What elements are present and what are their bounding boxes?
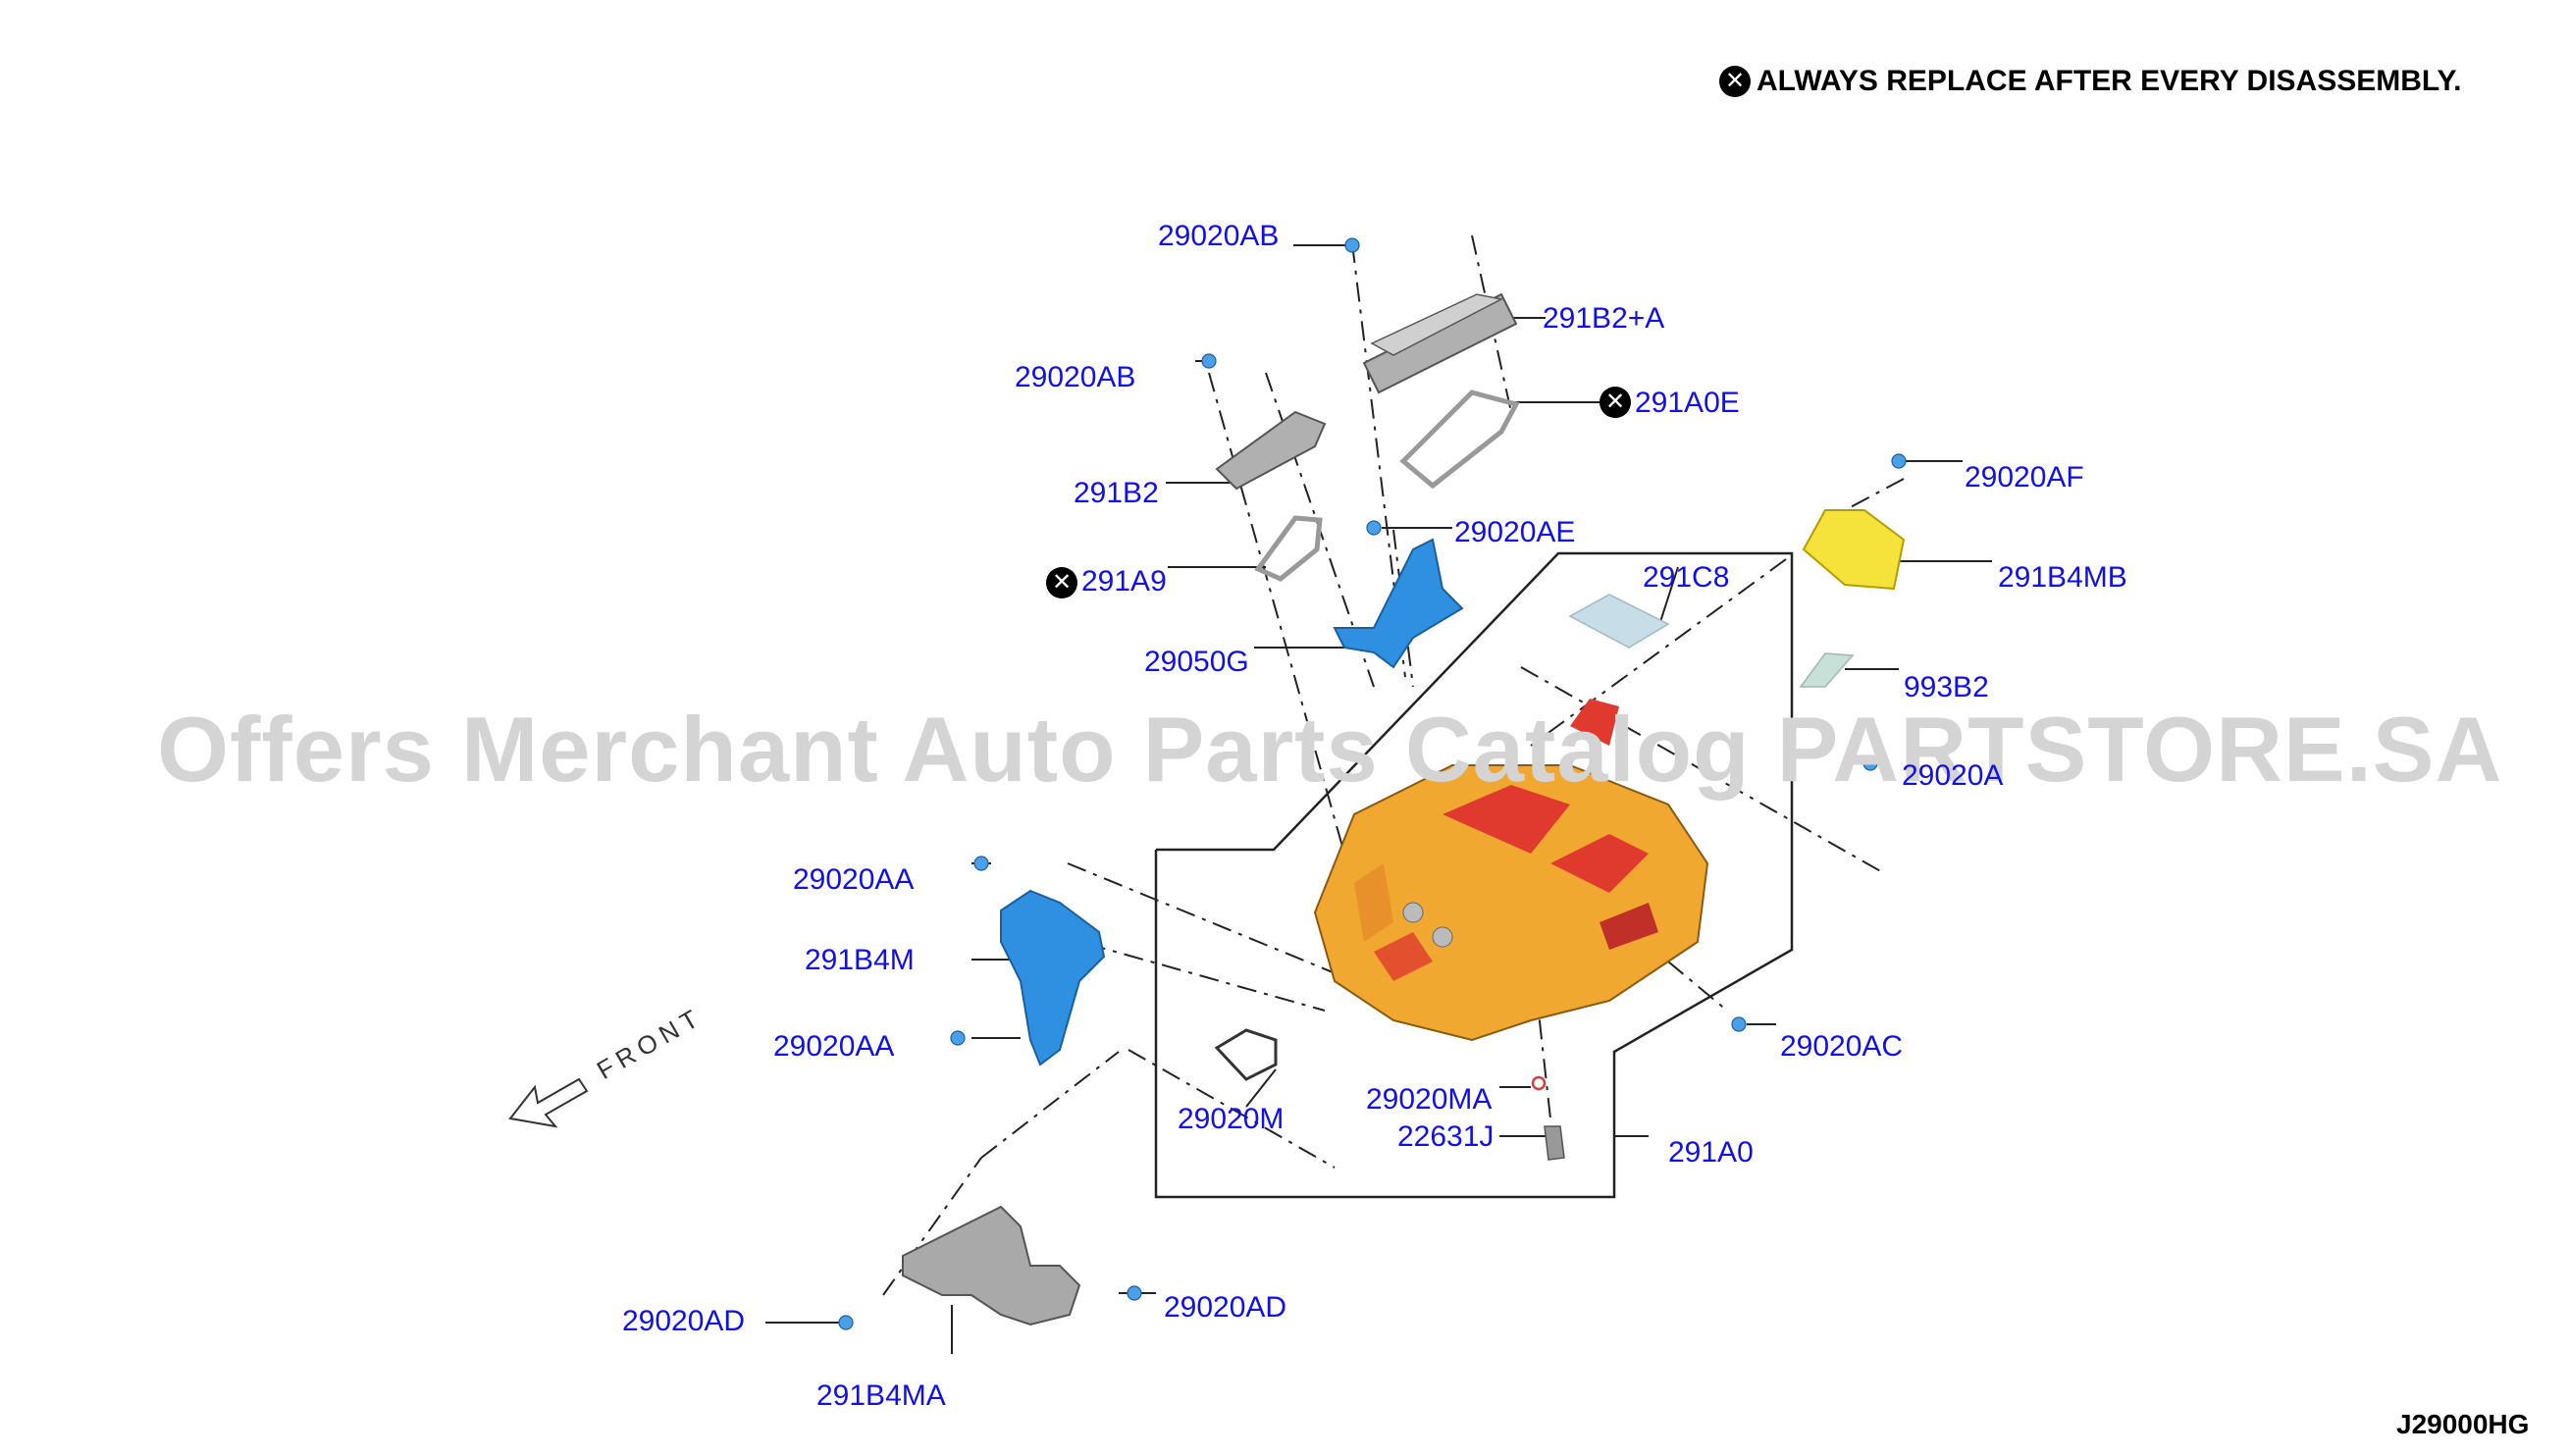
part-label-291B4MA[interactable]: 291B4MA (816, 1379, 946, 1412)
x-circle-icon: ✕ (1046, 567, 1077, 598)
part-label-291B2A[interactable]: 291B2+A (1543, 302, 1665, 335)
bracket-291B4M (1000, 889, 1106, 1066)
part-label-29020AC[interactable]: 29020AC (1780, 1030, 1904, 1063)
gasket-291A0E (1399, 390, 1520, 490)
label-291C8 (1568, 594, 1670, 649)
diagram-code: J29000HG (2396, 1409, 2530, 1439)
part-label-29020AB-mid[interactable]: 29020AB (1015, 361, 1136, 393)
part-label-291C8[interactable]: 291C8 (1643, 561, 1730, 594)
part-label-29020A[interactable]: 29020A (1902, 759, 2004, 792)
label-993B2 (1799, 652, 1855, 688)
part-label-29020AD-right[interactable]: 29020AD (1164, 1291, 1287, 1324)
cover-291B2 (1215, 410, 1327, 491)
front-arrow-icon (508, 1077, 589, 1128)
bolts (838, 237, 1907, 1330)
leader-lines (765, 244, 1992, 1354)
gasket-29020M (1214, 1028, 1278, 1081)
part-label-29050G[interactable]: 29050G (1144, 646, 1249, 678)
gasket-291A9 (1254, 515, 1323, 582)
part-label-29020AE[interactable]: 29020AE (1454, 516, 1576, 548)
upper-cover-291B2A (1362, 292, 1518, 394)
bracket-29050G (1333, 538, 1464, 669)
part-label-29020AB-top[interactable]: 29020AB (1158, 220, 1280, 252)
assembly-boundary (1154, 551, 1794, 1199)
replace-note-text: ALWAYS REPLACE AFTER EVERY DISASSEMBLY. (1757, 65, 2462, 97)
part-label-291B4MB[interactable]: 291B4MB (1998, 561, 2127, 594)
replace-note: ✕ ALWAYS REPLACE AFTER EVERY DISASSEMBLY… (1719, 65, 2462, 98)
part-label-22631J[interactable]: 22631J (1397, 1120, 1495, 1153)
bracket-291B4MB (1802, 509, 1906, 591)
part-label-291A0E[interactable]: 291A0E (1635, 387, 1740, 419)
part-label-29020AD-left[interactable]: 29020AD (622, 1305, 746, 1337)
part-label-993B2[interactable]: 993B2 (1904, 671, 1989, 703)
part-label-29020M[interactable]: 29020M (1178, 1103, 1285, 1135)
part-label-291A0[interactable]: 291A0 (1668, 1136, 1754, 1169)
part-label-291B2[interactable]: 291B2 (1074, 477, 1159, 509)
part-label-29020AA-bot[interactable]: 29020AA (773, 1030, 895, 1063)
part-label-29020MA[interactable]: 29020MA (1366, 1083, 1493, 1116)
part-label-291B4M[interactable]: 291B4M (805, 944, 915, 976)
part-label-29020AF[interactable]: 29020AF (1965, 461, 2084, 494)
part-label-29020AA-top[interactable]: 29020AA (793, 863, 915, 896)
sensor-22631J (1544, 1125, 1565, 1161)
bracket-291B4MA (902, 1205, 1081, 1326)
oring-29020MA (1531, 1075, 1547, 1091)
x-circle-icon: ✕ (1600, 387, 1631, 418)
x-circle-icon: ✕ (1719, 66, 1751, 97)
inverter-unit (1313, 699, 1709, 1042)
part-label-291A9[interactable]: 291A9 (1081, 565, 1167, 598)
